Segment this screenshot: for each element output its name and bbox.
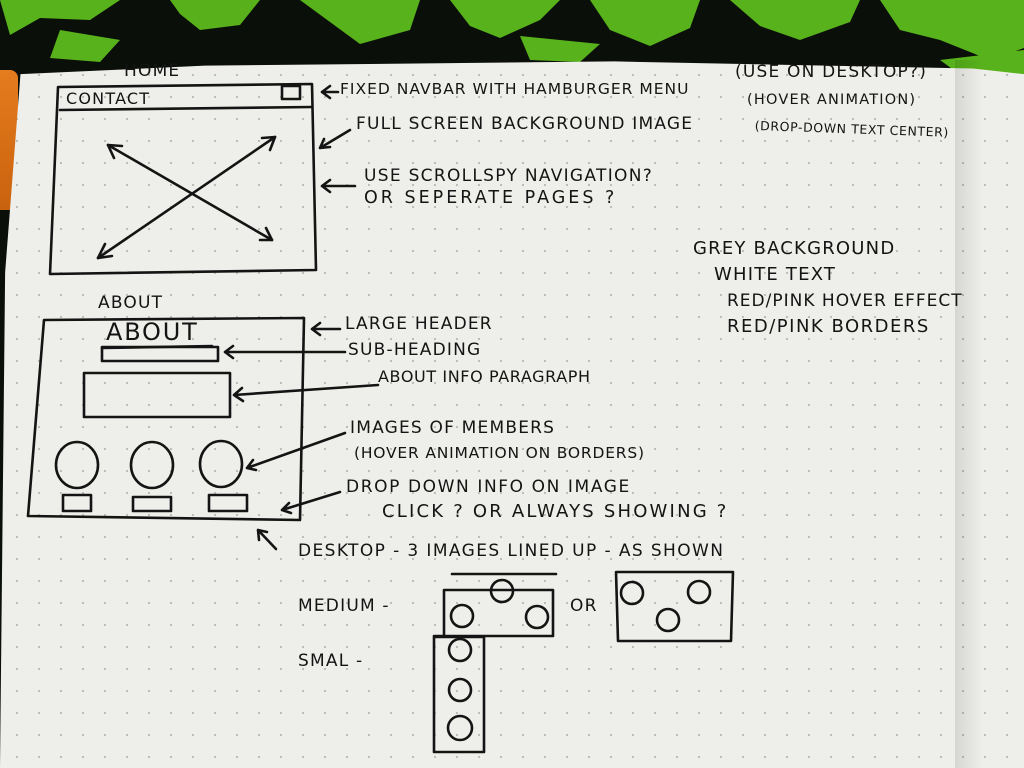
medium-b-frame xyxy=(614,570,735,643)
member-image-3 xyxy=(198,439,244,489)
member-info-box-3 xyxy=(207,493,249,513)
small-image-2 xyxy=(447,677,473,703)
note-images-of-members: IMAGES OF MEMBERS xyxy=(350,418,556,438)
style-note-borders: RED/PINK BORDERS xyxy=(727,316,930,337)
large-header-arrow xyxy=(310,321,342,337)
bg-image-cross-b xyxy=(96,135,277,260)
scrollspy-arrow xyxy=(320,178,357,194)
style-note-white-text: WHITE TEXT xyxy=(714,264,837,285)
home-nav-contact: CONTACT xyxy=(66,89,151,108)
small-frame xyxy=(432,635,486,754)
subheading-box xyxy=(100,345,220,363)
style-note-grey-bg: GREY BACKGROUND xyxy=(693,238,896,259)
about-annotation-arrows xyxy=(223,321,380,551)
member-image-2 xyxy=(129,440,175,490)
about-wireframe xyxy=(26,316,306,522)
medium-layout-b xyxy=(614,570,735,643)
small-image-3 xyxy=(446,714,474,742)
members-arrow xyxy=(245,431,347,472)
home-frame xyxy=(48,82,318,276)
home-wireframe xyxy=(48,82,318,276)
bg-image-cross-a xyxy=(106,143,274,242)
note-dropdown-info: DROP DOWN INFO ON IMAGE xyxy=(346,477,631,497)
note-scrollspy: USE SCROLLSPY NAVIGATION? xyxy=(364,166,654,186)
medium-a-image-3 xyxy=(524,604,550,630)
dropdown-arrow xyxy=(280,490,342,515)
about-header-text: ABOUT xyxy=(106,318,199,346)
home-label: HOME xyxy=(124,61,181,81)
paragraph-box xyxy=(82,371,232,419)
layout-desktop-note: DESKTOP - 3 IMAGES LINED UP - AS SHOWN xyxy=(298,541,725,561)
layout-small-label: SMAL - xyxy=(298,651,364,671)
medium-layout-a xyxy=(432,572,558,638)
layout-medium-label: MEDIUM - xyxy=(298,596,390,616)
note-hover-animation: (HOVER ANIMATION) xyxy=(747,92,917,108)
notebook-page xyxy=(0,61,1024,768)
small-layout xyxy=(432,635,486,754)
note-separate-pages: OR SEPERATE PAGES ? xyxy=(364,188,618,208)
desktop-arrow xyxy=(256,528,278,551)
note-use-on-desktop: (USE ON DESKTOP?) xyxy=(735,62,928,82)
medium-b-image-3 xyxy=(655,607,681,633)
about-label: ABOUT xyxy=(98,293,164,313)
note-large-header: LARGE HEADER xyxy=(345,314,493,334)
about-frame xyxy=(26,316,306,522)
home-navbar-line xyxy=(58,105,314,112)
medium-a-image-2 xyxy=(489,578,515,604)
hamburger-menu-icon xyxy=(280,84,302,101)
member-image-1 xyxy=(54,440,100,490)
note-click-or-always: CLICK ? OR ALWAYS SHOWING ? xyxy=(382,501,729,522)
note-sub-heading: SUB-HEADING xyxy=(348,340,482,360)
medium-a-image-1 xyxy=(449,603,475,629)
subheading-arrow xyxy=(223,344,347,360)
bg-arrow xyxy=(318,128,352,150)
style-note-hover-effect: RED/PINK HOVER EFFECT xyxy=(727,291,963,311)
arrowhead-2 xyxy=(258,226,274,242)
layout-or-label: OR xyxy=(570,596,598,616)
page-gutter xyxy=(955,60,1024,768)
medium-b-image-1 xyxy=(619,580,645,606)
note-full-screen-bg: FULL SCREEN BACKGROUND IMAGE xyxy=(356,114,694,134)
arrowhead-4 xyxy=(260,135,277,152)
paragraph-arrow xyxy=(232,383,380,403)
note-about-paragraph: ABOUT INFO PARAGRAPH xyxy=(378,367,591,386)
green-cover-pattern xyxy=(0,0,1024,82)
navbar-arrow xyxy=(320,84,340,100)
member-info-box-1 xyxy=(61,493,93,513)
home-annotation-arrows xyxy=(318,84,357,194)
arrowhead-3 xyxy=(96,242,114,260)
note-fixed-navbar: FIXED NAVBAR WITH HAMBURGER MENU xyxy=(340,80,690,98)
note-hover-on-borders: (HOVER ANIMATION ON BORDERS) xyxy=(354,444,645,462)
member-info-box-2 xyxy=(131,495,173,513)
small-image-1 xyxy=(447,637,473,663)
medium-b-image-2 xyxy=(686,579,712,605)
arrowhead-1 xyxy=(106,143,124,160)
medium-a-frame xyxy=(442,588,555,638)
